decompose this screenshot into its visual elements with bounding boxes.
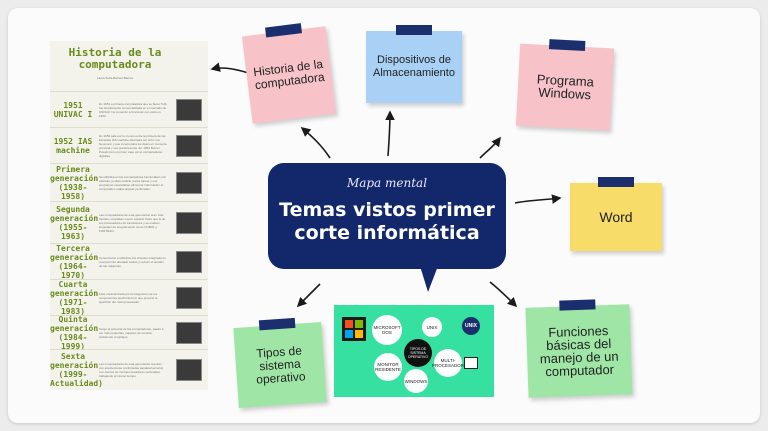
timeline-row-label: 1952 IAS machine: [53, 136, 93, 155]
arrow-to-dispositivos: [385, 110, 395, 157]
timeline-row-text: Surge la potencia de las computadoras, p…: [99, 326, 164, 339]
note-sistema-label: Tipos de sistema operativo: [255, 342, 306, 387]
ms-dos-logo-icon: [342, 317, 366, 341]
os-item-windows: WINDOWS: [404, 369, 428, 393]
os-types-panel[interactable]: MICROSOFT DOS UNIX UNIX MONITOR RESIDENT…: [334, 305, 494, 397]
timeline-row: Tercera generación (1964-1970) Comenzaro…: [50, 243, 208, 280]
arrow-to-funciones: [489, 281, 518, 308]
os-item-monitor-residente: MONITOR RESIDENTE: [374, 353, 402, 381]
timeline-row-label: Sexta generación (1999-Actualidad): [50, 352, 103, 388]
timeline-row-image: [176, 321, 202, 344]
timeline-row-image: [176, 250, 202, 273]
note-funciones[interactable]: Funciones básicas del manejo de un compu…: [525, 299, 633, 398]
timeline-row-image: [176, 98, 202, 121]
timeline-row: Sexta generación (1999-Actualidad) Las c…: [50, 349, 208, 390]
timeline-row-text: Fase caracterizada por la integración de…: [99, 291, 158, 304]
tape-decoration: [598, 177, 634, 187]
central-subtitle: Mapa mental: [346, 176, 428, 190]
timeline-row-text: Se utilizaba en las computadoras funcion…: [99, 174, 167, 191]
timeline-row-image: [176, 134, 202, 157]
tape-decoration: [548, 39, 586, 51]
timeline-row-image: [176, 286, 202, 309]
note-sistema[interactable]: Tipos de sistema operativo: [233, 317, 327, 408]
note-historia-label: Historia de la computadora: [252, 56, 326, 93]
timeline-row: Quinta generación (1984-1999) Surge la p…: [50, 314, 208, 351]
timeline-row-image: [176, 211, 202, 234]
os-item-multiprocesador: MULTI-PROCESADOR: [432, 349, 464, 377]
timeline-row-label: Segunda generación (1955-1963): [50, 204, 99, 241]
tape-decoration: [396, 25, 432, 35]
note-historia[interactable]: Historia de la computadora: [241, 23, 337, 124]
arrow-to-windows: [479, 136, 501, 159]
note-dispositivos[interactable]: Dispositivos de Almacenamiento: [366, 25, 462, 103]
timeline-row: 1951 UNIVAC I En 1951 a primera computad…: [50, 91, 208, 127]
tape-decoration: [559, 299, 596, 311]
timeline-author: Laura Sofía Barrios Barrios: [96, 76, 134, 80]
timeline-row: 1952 IAS machine En 1952 sale por lo men…: [50, 127, 208, 163]
timeline-panel: Historia de la computadora Laura Sofía B…: [50, 41, 208, 390]
timeline-row-label: Primera generación (1938-1958): [50, 164, 99, 201]
computer-icon: [464, 357, 478, 369]
timeline-row-text: En 1952 sale por lo menos entre la prime…: [99, 133, 167, 158]
timeline-row: Segunda generación (1955-1963) Las compu…: [50, 201, 208, 243]
timeline-row-label: Tercera generación (1964-1970): [50, 243, 99, 280]
timeline-row-text: Las computadoras de esta generación cuen…: [99, 362, 164, 378]
timeline-row-label: Cuarta generación (1971-1983): [50, 279, 99, 316]
arrow-to-word: [514, 194, 562, 204]
os-item-unix: UNIX: [422, 317, 442, 337]
unix-logo-icon: UNIX: [462, 317, 480, 335]
central-topic-bubble[interactable]: Mapa mental Temas vistos primer corte in…: [268, 163, 506, 269]
central-title-line-2: corte informática: [294, 222, 480, 244]
note-funciones-label: Funciones básicas del manejo de un compu…: [539, 322, 619, 380]
timeline-row: Cuarta generación (1971-1983) Fase carac…: [50, 279, 208, 316]
timeline-row-label: 1951 UNIVAC I: [53, 100, 93, 119]
timeline-title: Historia de la computadora: [68, 46, 162, 71]
timeline-row-image: [176, 171, 202, 194]
timeline-row-text: Las computadoras de esta generación eran…: [99, 212, 166, 233]
note-dispositivos-label: Dispositivos de Almacenamiento: [373, 54, 455, 79]
central-title: Temas vistos primer corte informática: [268, 199, 506, 245]
timeline-row-text: Comenzaron a utilizarse los circuitos in…: [99, 255, 166, 268]
timeline-row-text: En 1951 a primera computadora que se lla…: [99, 101, 167, 118]
arrow-to-historia: [300, 126, 331, 159]
arrow-to-sistema: [296, 283, 321, 308]
central-title-line-1: Temas vistos primer: [279, 199, 495, 221]
note-word[interactable]: Word: [570, 177, 662, 251]
timeline-row-image: [176, 359, 202, 381]
timeline-row: Primera generación (1938-1958) Se utiliz…: [50, 163, 208, 201]
note-windows-label: Programa Windows: [536, 71, 595, 103]
note-word-label: Word: [599, 209, 633, 225]
note-windows[interactable]: Programa Windows: [515, 39, 615, 131]
os-center-hub: TIPOS DE SISTEMA OPERATIVO: [404, 339, 432, 367]
timeline-row-label: Quinta generación (1984-1999): [50, 314, 99, 351]
speech-bubble-tail: [420, 266, 438, 292]
os-item-ms-dos: MICROSOFT DOS: [372, 315, 402, 345]
tape-decoration: [258, 317, 296, 331]
